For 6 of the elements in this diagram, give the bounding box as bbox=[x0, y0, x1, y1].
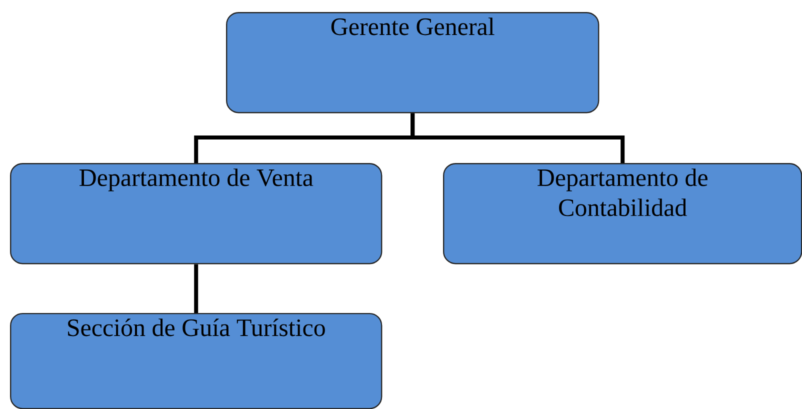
org-box: Sección de Guía Turístico bbox=[10, 312, 382, 409]
org-box: Gerente General bbox=[226, 12, 600, 114]
connector-line bbox=[410, 113, 625, 163]
org-box: Departamento de Contabilidad bbox=[443, 163, 802, 264]
org-box: Departamento de Venta bbox=[10, 163, 382, 264]
connector-line bbox=[194, 264, 198, 313]
